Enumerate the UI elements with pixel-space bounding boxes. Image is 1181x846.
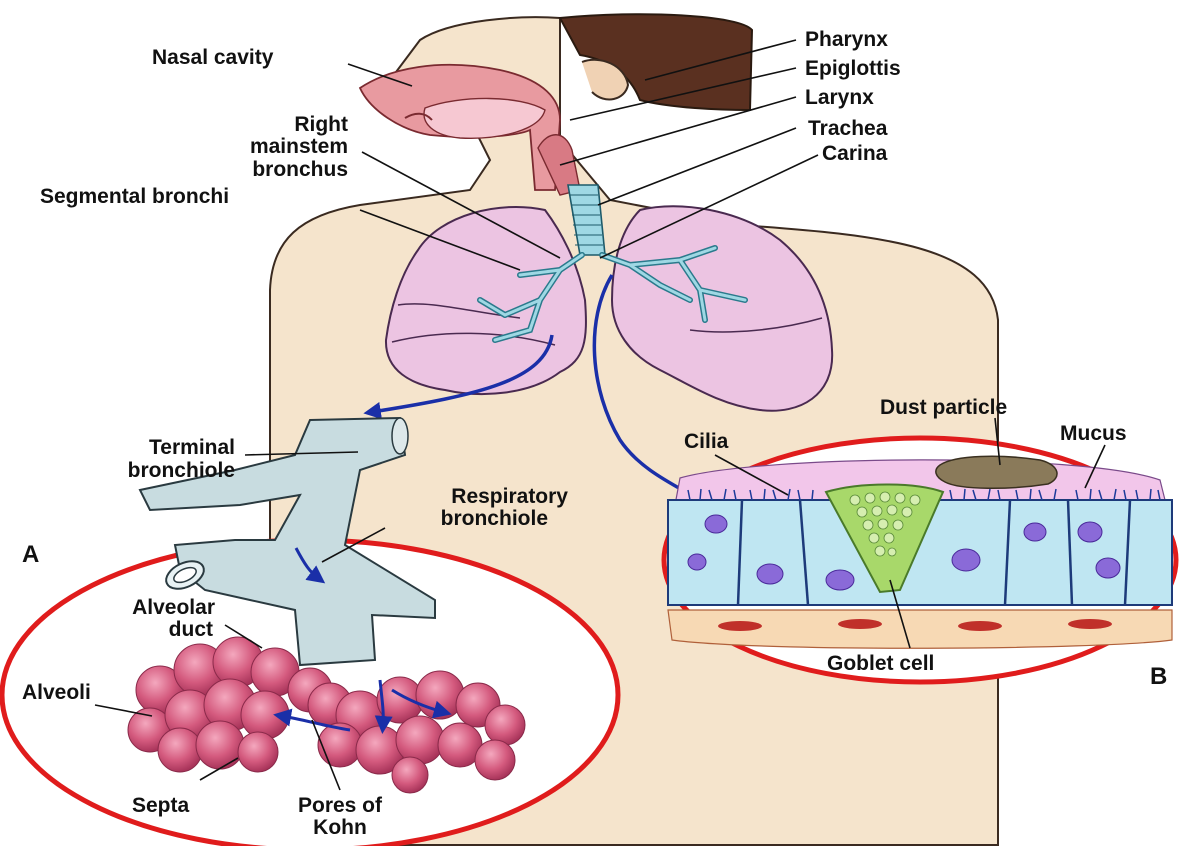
left-lung [610, 205, 834, 412]
label-segmental-bronchi: Segmental bronchi [40, 185, 229, 208]
label-alveoli: Alveoli [22, 681, 91, 704]
labels: Nasal cavity Right mainstem bronchus Seg… [22, 28, 1167, 839]
nasal-oral-cavity [358, 63, 581, 196]
dust-particle-shape [935, 455, 1058, 490]
label-mucus: Mucus [1060, 422, 1127, 445]
label-panel-b: B [1150, 663, 1167, 690]
label-nasal-cavity: Nasal cavity [152, 46, 274, 69]
label-respiratory-bronchiole-line2: bronchiole [441, 507, 548, 530]
cilia-strands [687, 488, 1161, 501]
arrow-to-epithelium [592, 274, 708, 505]
label-pores-of-kohn-line2: Kohn [313, 816, 367, 839]
label-terminal-bronchiole-line1: Terminal [149, 436, 235, 459]
label-dust-particle: Dust particle [880, 396, 1007, 419]
label-alveolar-duct-line2: duct [169, 618, 213, 641]
label-alveolar-duct-line1: Alveolar [132, 596, 215, 619]
epithelium-section [667, 455, 1173, 649]
ear-shape [581, 58, 630, 101]
label-right-mainstem-line2: mainstem [250, 135, 348, 158]
label-right-mainstem-line1: Right [294, 113, 348, 136]
label-right-mainstem-line3: bronchus [252, 158, 348, 181]
label-epiglottis: Epiglottis [805, 57, 901, 80]
leader-lines [94, 39, 1106, 791]
bronchial-tree [477, 184, 748, 343]
terminal-bronchiole-shape [138, 416, 436, 667]
label-pores-of-kohn-line1: Pores of [298, 794, 383, 817]
label-pharynx: Pharynx [805, 28, 888, 51]
label-respiratory-bronchiole-line1: Respiratory [451, 485, 568, 508]
label-trachea: Trachea [808, 117, 888, 140]
label-larynx: Larynx [805, 86, 874, 109]
arrow-to-bronchiole [363, 334, 554, 420]
larynx-shape [537, 134, 581, 196]
label-carina: Carina [822, 142, 888, 165]
airflow-arrows-a [273, 547, 452, 734]
label-panel-a: A [22, 541, 39, 568]
label-goblet-cell: Goblet cell [827, 652, 934, 675]
label-septa: Septa [132, 794, 190, 817]
label-terminal-bronchiole-line2: bronchiole [128, 459, 235, 482]
label-cilia: Cilia [684, 430, 729, 453]
alveoli-cluster [127, 636, 526, 794]
